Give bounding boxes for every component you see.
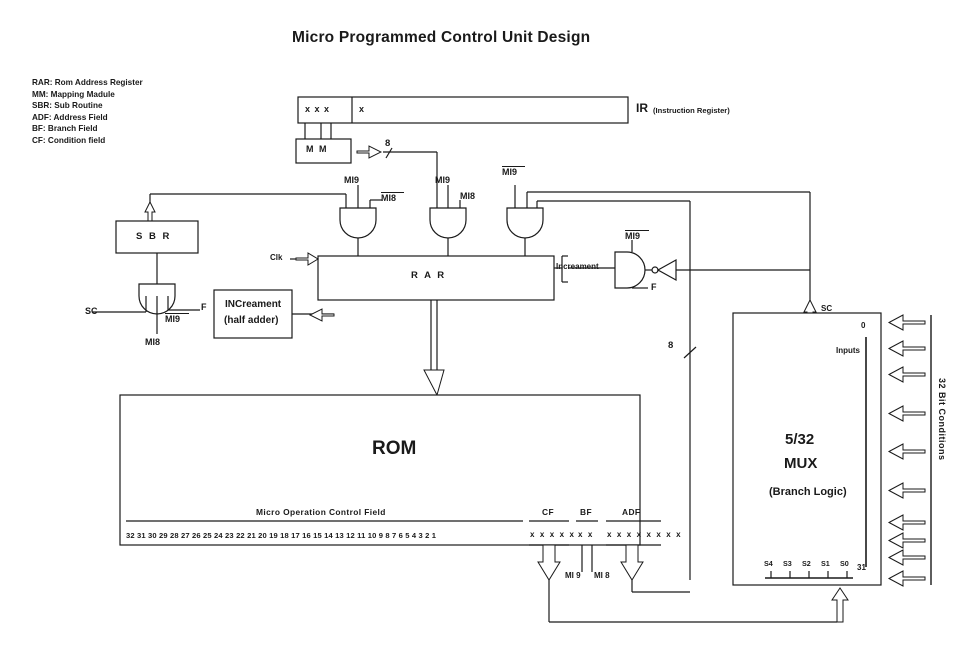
gate-mid-input-mi9: MI9 [435, 175, 451, 185]
gate-right-input-mi9-label: MI9 [502, 167, 518, 177]
inc-title: INCreament [225, 299, 282, 310]
mux-select-s3: S3 [783, 559, 792, 568]
increament-gate-input-mi9-label: MI9 [625, 231, 641, 241]
gate-left-input-mi9: MI9 [344, 175, 360, 185]
ir-opcode-bits: x x x [305, 104, 331, 114]
sbr-gate-input-mi9-label: MI9 [165, 314, 181, 324]
sbr-label: S B R [136, 231, 172, 242]
rar-clk-label: Clk [270, 253, 283, 262]
ir-label: IR [636, 101, 648, 115]
rom-field-title: Micro Operation Control Field [256, 507, 386, 517]
legend-line: SBR: Sub Routine [32, 101, 103, 111]
legend-line: BF: Branch Field [32, 124, 98, 134]
mux-inputs-label: Inputs [836, 346, 860, 355]
sbr-gate-input-sc: SC [85, 306, 98, 316]
sbr-gate-input-mi8: MI8 [145, 337, 161, 347]
bf-signal-mi8: MI 8 [594, 571, 610, 580]
gate-left-input-mi8-label: MI8 [381, 193, 397, 203]
mm-label: M M [306, 144, 328, 154]
mux-select-s0: S0 [840, 559, 849, 568]
rom-field-cf-value: x x x x x [530, 530, 576, 539]
mm-bus-width: 8 [385, 138, 391, 149]
inc-subtitle: (half adder) [224, 315, 279, 326]
rom-label: ROM [372, 438, 417, 459]
mux-sc-label: SC [821, 304, 833, 313]
legend-line: RAR: Rom Address Register [32, 78, 143, 87]
increament-gate-input-f: F [651, 282, 657, 292]
legend: RAR: Rom Address Register MM: Mapping Ma… [32, 77, 143, 147]
mux-select-s2: S2 [802, 559, 811, 568]
legend-line: MM: Mapping Madule [32, 89, 115, 99]
rom-field-bf-name: BF [580, 507, 592, 517]
mux-select-s4: S4 [764, 559, 773, 568]
mux-name-label: MUX [784, 455, 818, 472]
mux-branch-logic-label: (Branch Logic) [769, 486, 847, 498]
inc-flag-f: F [201, 302, 207, 312]
mux-conditions-label: 32 Bit Conditions [937, 378, 947, 461]
mux-select-s1: S1 [821, 559, 830, 568]
rom-field-bf-value: x x [578, 530, 594, 539]
mux-input-first-label: 0 [861, 321, 866, 330]
gate-mid-input-mi8: MI8 [460, 191, 476, 201]
rom-field-cf-name: CF [542, 507, 554, 517]
mux-input-last-label: 31 [857, 563, 866, 572]
legend-line: CF: Condition field [32, 135, 106, 145]
legend-line: ADF: Address Field [32, 112, 108, 122]
ir-mode-bit: x [359, 104, 365, 114]
increament-gate-input-label: Increament [556, 262, 599, 271]
adf-bus-width: 8 [668, 340, 674, 351]
rom-field-adf-value: x x x x x x x x [607, 530, 683, 539]
bf-signal-mi9: MI 9 [565, 571, 581, 580]
page-title: Micro Programmed Control Unit Design [292, 29, 591, 46]
mux-ratio-label: 5/32 [785, 431, 815, 448]
ir-description: (Instruction Register) [653, 106, 730, 115]
rom-bit-numbers: 32 31 30 29 28 27 26 25 24 23 22 21 20 1… [126, 531, 437, 540]
rom-field-adf-name: ADF [622, 507, 641, 517]
rar-label: R A R [411, 270, 447, 281]
